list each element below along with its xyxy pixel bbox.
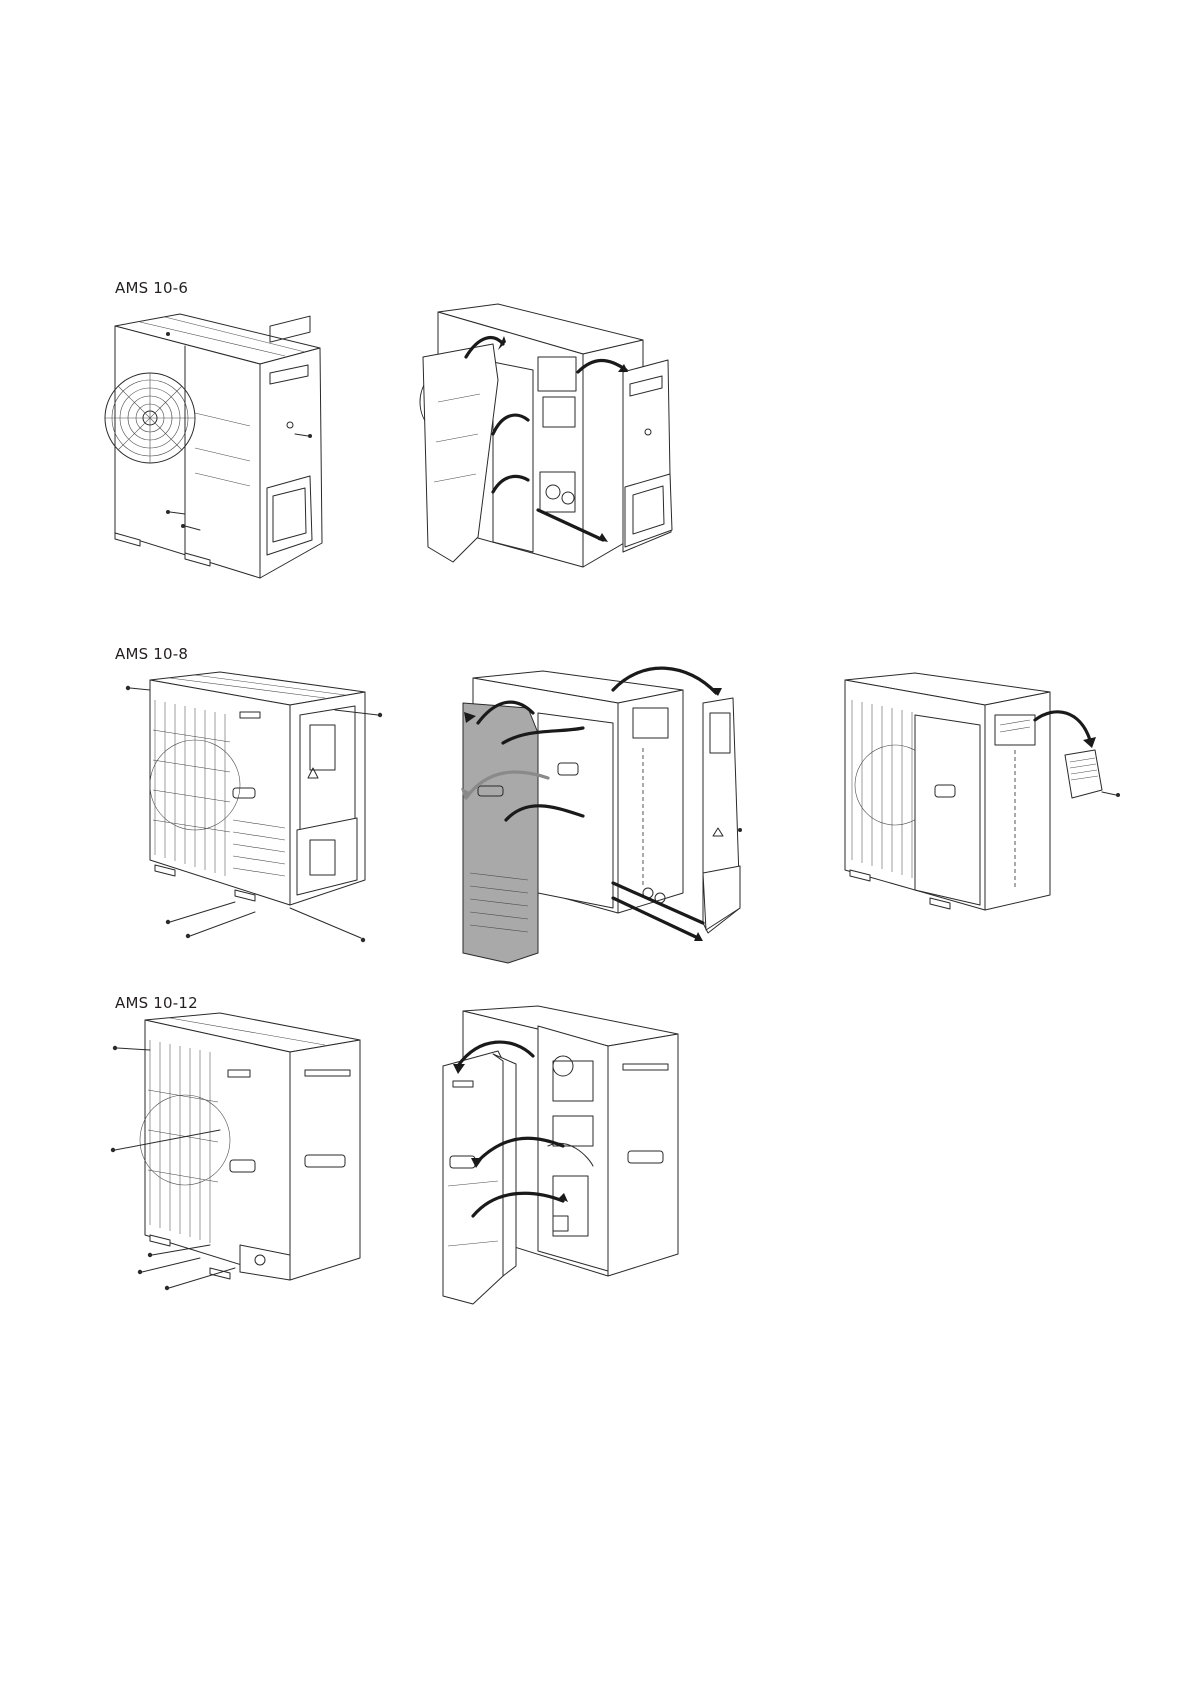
ams-10-6-unit-closed-illustration [110, 308, 340, 583]
ams-10-12-unit-panel-removed-illustration [438, 1006, 693, 1306]
ams-10-8-unit-cover-removed-illustration [840, 670, 1130, 940]
section-label-ams-10-8: AMS 10-8 [115, 645, 188, 663]
section-label-ams-10-6: AMS 10-6 [115, 279, 188, 297]
ams-10-12-unit-closed-illustration [110, 1010, 370, 1300]
ams-10-8-unit-closed-illustration [125, 670, 395, 955]
ams-10-6-unit-panels-removed-illustration [418, 302, 693, 592]
ams-10-8-unit-panels-removed-illustration [458, 668, 803, 968]
